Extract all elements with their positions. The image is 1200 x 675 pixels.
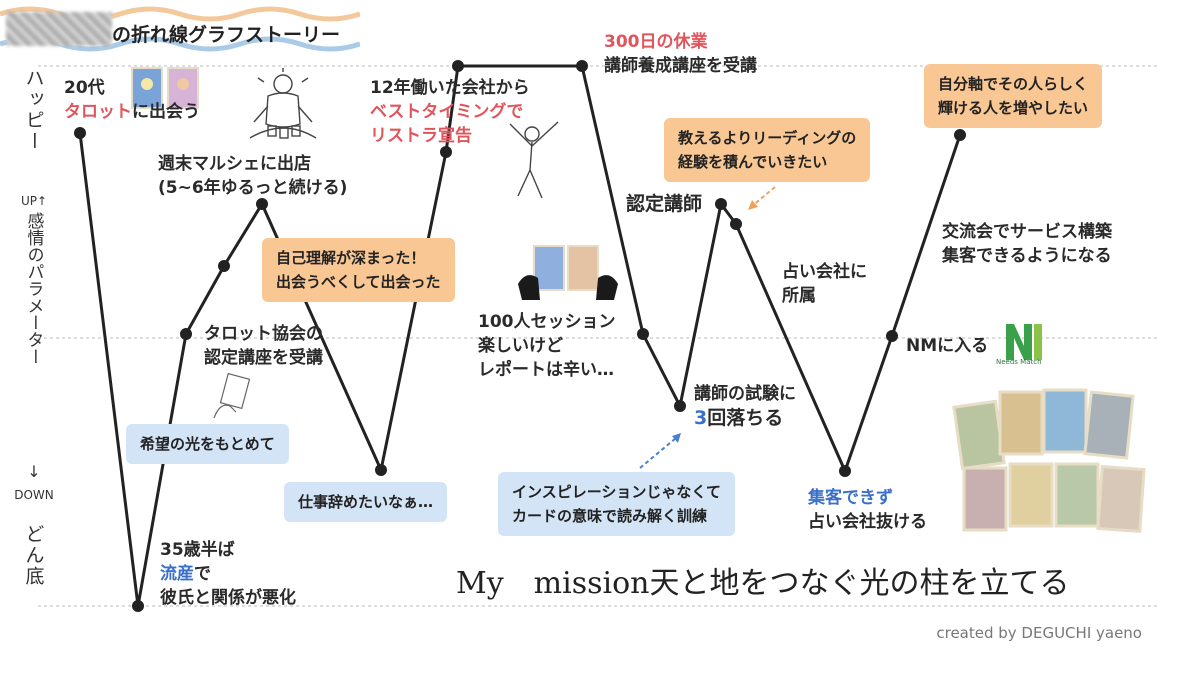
title-bar: の折れ線グラフストーリー — [0, 0, 360, 52]
label-certified: 認定講師 — [626, 193, 703, 215]
hand-card-sketch-icon — [213, 372, 251, 419]
label-session: 100人セッション 楽しいけど レポートは辛い… — [478, 312, 616, 380]
blurred-name — [6, 12, 112, 46]
box-reading: 教えるよりリーディングの 経験を積んでいきたい — [664, 118, 871, 182]
meditation-figure-icon — [249, 68, 317, 139]
label-quit-company: 集客できず占い会社抜ける — [808, 488, 927, 532]
point-20s — [74, 127, 86, 139]
point-certified — [715, 198, 727, 210]
point-understanding — [218, 260, 230, 272]
point-mission — [954, 129, 966, 141]
point-exam — [674, 400, 686, 412]
y-axis-up-label: UP↑ — [20, 194, 48, 208]
box-inspiration: インスピレーションじゃなくて カードの意味で読み解く訓練 — [498, 472, 735, 536]
label-association: タロット協会の 認定講座を受講 — [204, 324, 323, 368]
label-marche: 週末マルシェに出店 (5~6年ゆるっと続ける) — [158, 154, 348, 198]
point-quit-company — [839, 465, 851, 477]
y-axis-down-label: DOWN — [14, 488, 54, 502]
y-axis-middle-label: 感情のパラメーター — [23, 212, 44, 365]
y-axis-down-arrow: ↓ — [27, 462, 41, 481]
box-mission: 自分軸でその人らしく 輝ける人を増やしたい — [924, 64, 1103, 128]
page-title: の折れ線グラフストーリー — [112, 24, 341, 46]
card-spread-icon — [952, 388, 1146, 533]
box-hope: 希望の光をもとめて — [126, 424, 289, 464]
inspiration-arrow — [639, 437, 677, 469]
label-20s: 20代タロットに出会う — [64, 78, 200, 122]
label-restructure: 12年働いた会社からベストタイミングで リストラ宣告 — [370, 78, 530, 146]
label-35: 35歳半ば流産で彼氏と関係が悪化 — [160, 540, 296, 608]
point-association — [180, 328, 192, 340]
label-fortune-company: 占い会社に 所属 — [782, 262, 867, 306]
point-restructure — [440, 146, 452, 158]
reading-arrow — [751, 186, 776, 207]
point-session — [637, 328, 649, 340]
mission-statement: My mission天と地をつなぐ光の柱を立てる — [456, 566, 1070, 601]
credit: created by DEGUCHI yaeno — [936, 624, 1142, 642]
label-exchange: 交流会でサービス構築 集客できるようになる — [942, 222, 1112, 266]
story-polyline — [78, 64, 962, 607]
box-quit-job: 仕事辞めたいなぁ… — [284, 482, 448, 522]
hands-cards-icon — [518, 245, 618, 300]
y-axis-top-label: ハッピー — [22, 68, 45, 152]
tarot-cards-icon — [131, 67, 199, 109]
box-understanding: 自己理解が深まった！ 出会うべくして出会った — [262, 238, 455, 302]
needs-match-logo-icon — [1006, 324, 1042, 360]
logo-text: Needs Match — [996, 358, 1042, 366]
point-reading — [730, 218, 742, 230]
point-rest-start — [452, 60, 464, 72]
graph-points — [74, 60, 966, 612]
label-rest: 300日の休業講師養成講座を受講 — [604, 32, 757, 76]
point-35 — [132, 600, 144, 612]
jumping-figure-icon — [509, 121, 559, 199]
point-nm — [886, 330, 898, 342]
y-axis-bottom-label: どん底 — [22, 524, 45, 587]
label-nm: NMに入る — [906, 336, 989, 356]
point-rest-end — [576, 60, 588, 72]
point-marche — [256, 198, 268, 210]
point-quit-job — [375, 464, 387, 476]
